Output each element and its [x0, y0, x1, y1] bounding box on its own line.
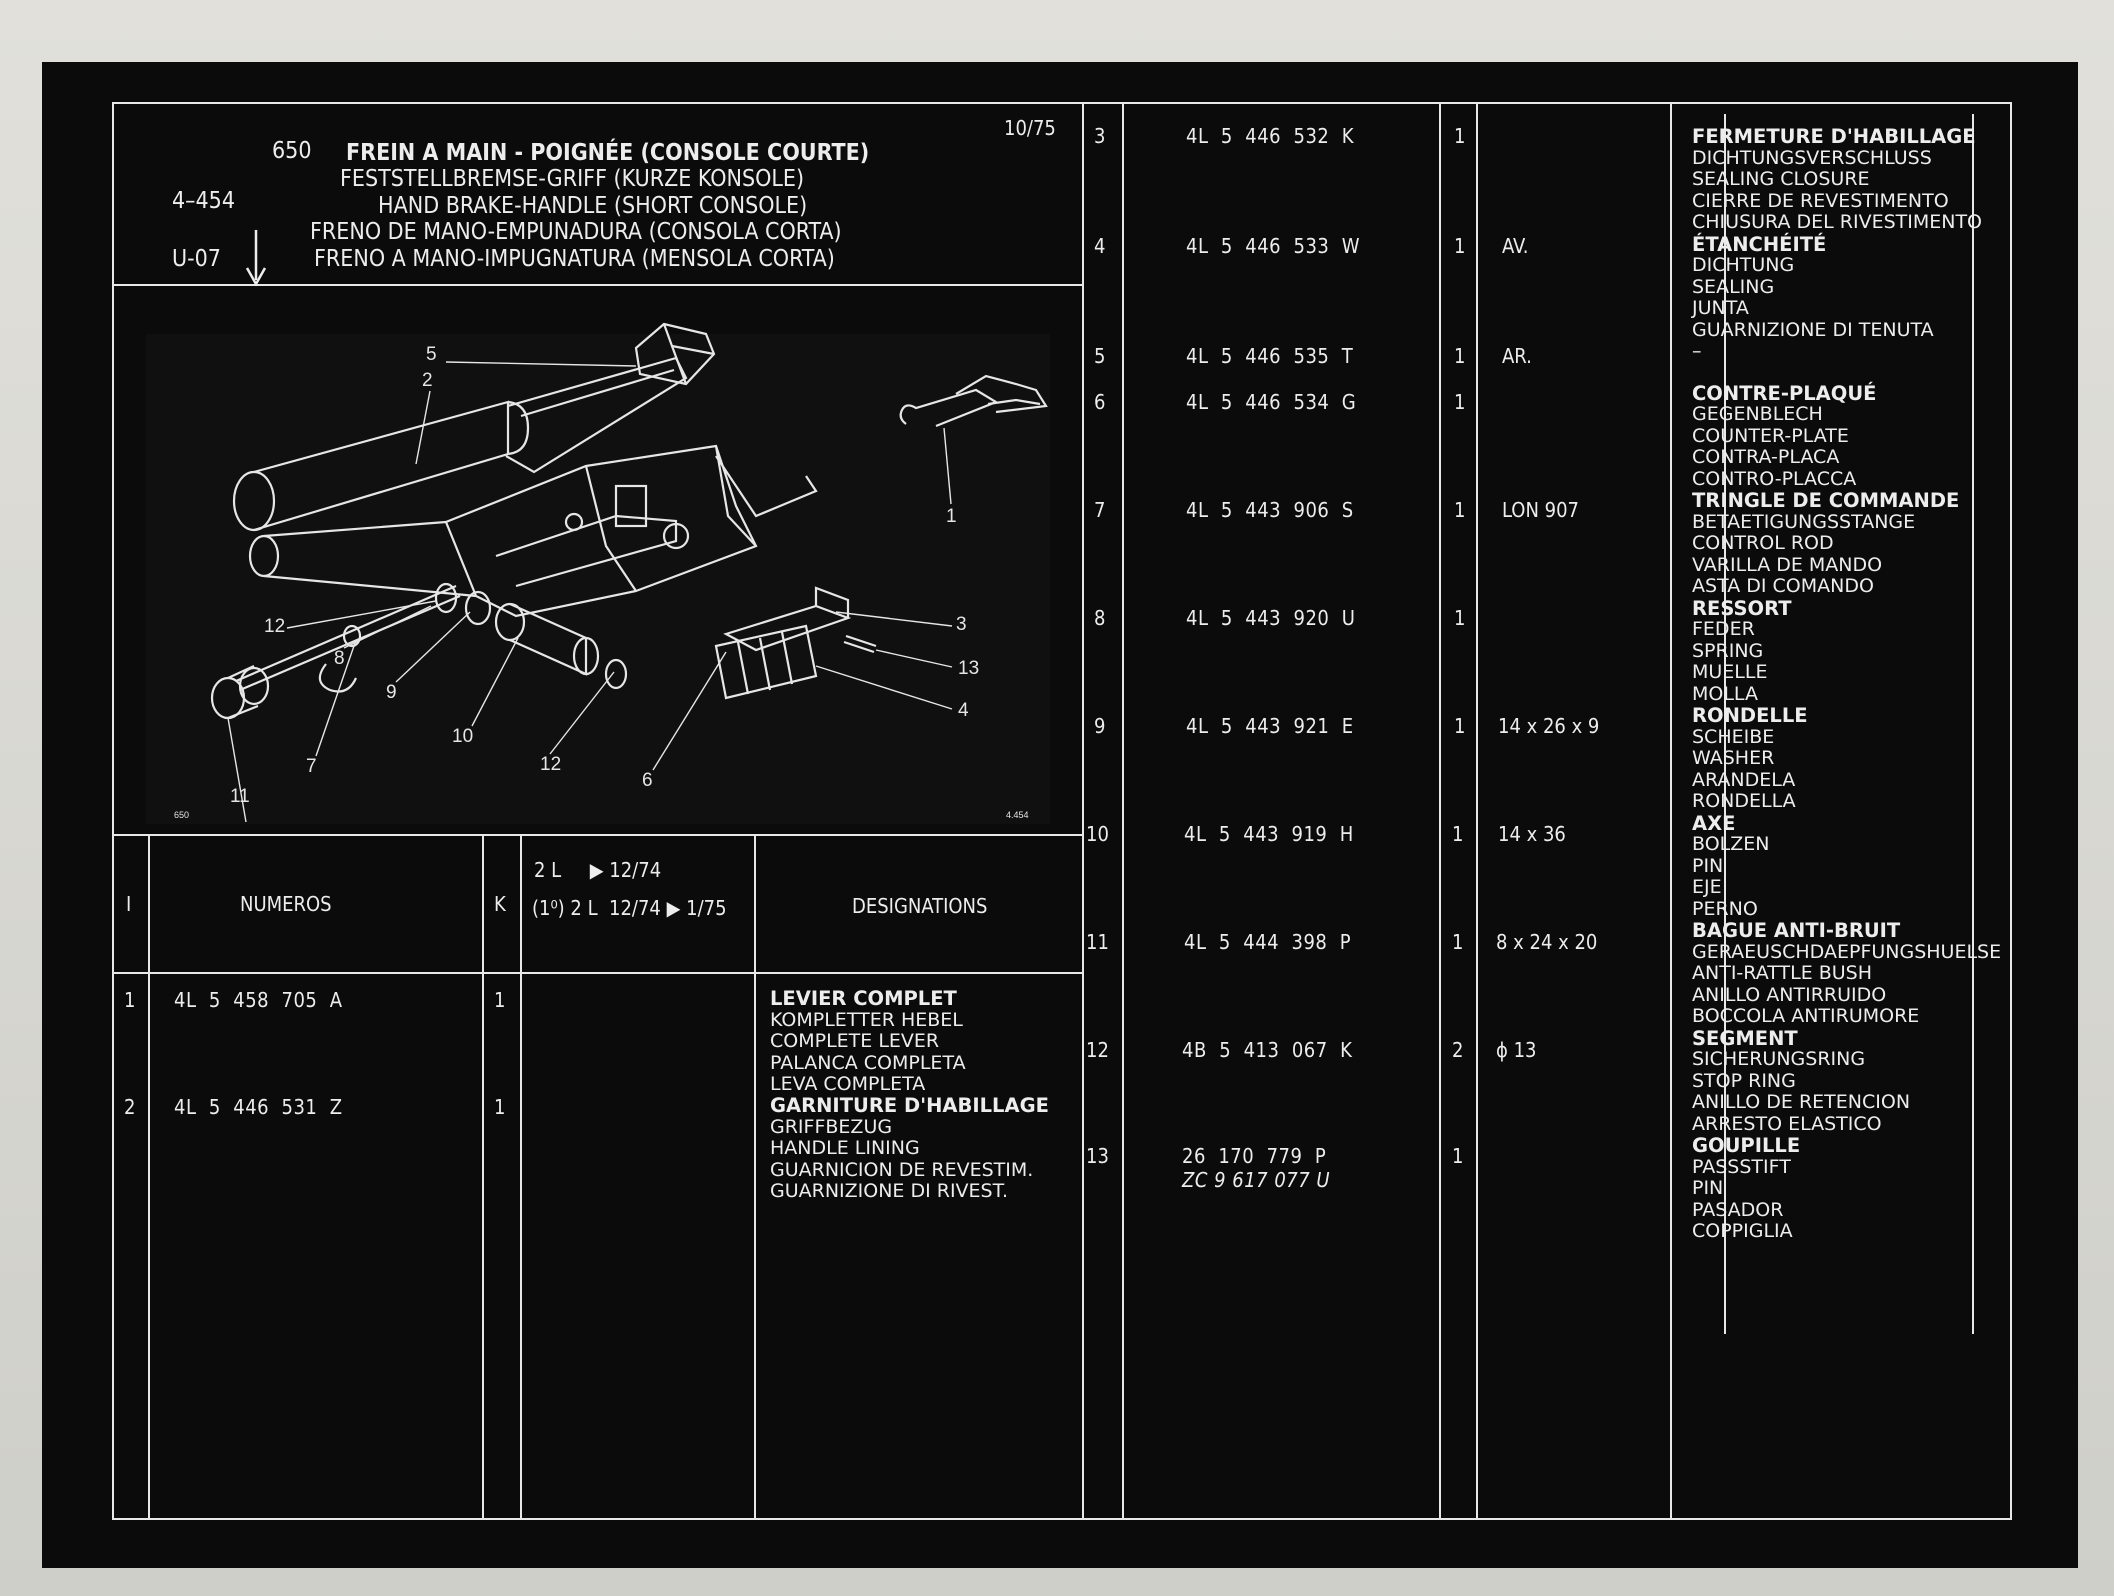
callout-7: 7: [306, 756, 317, 777]
row-9-index: 9: [1094, 714, 1106, 738]
callout-4: 4: [958, 700, 969, 721]
parts-catalog-sheet: 650 4–454 U-07 10/75 FREIN A MAIN - POIG…: [42, 62, 2078, 1568]
row-13-index: 13: [1086, 1144, 1109, 1168]
col-header-variant-1: 2 L ▶ 12/74: [534, 858, 662, 882]
callout-8: 8: [334, 648, 345, 669]
divider-colheader: [114, 972, 1082, 974]
row-13-number-alt: ZC 9 617 077 U: [1182, 1168, 1331, 1192]
callout-2: 2: [422, 370, 433, 391]
col-header-numeros: NUMEROS: [240, 892, 332, 916]
col-header-designations: DESIGNATIONS: [852, 894, 988, 918]
row-2-number: 4L 5 446 531 Z: [174, 1095, 343, 1119]
col-header-variant-2: (1⁰) 2 L 12/74 ▶ 1/75: [532, 896, 727, 920]
row-3-k: 1: [1454, 124, 1466, 148]
row-5-number: 4L 5 446 535 T: [1186, 344, 1354, 368]
row-8-number: 4L 5 443 920 U: [1186, 606, 1356, 630]
row-8-index: 8: [1094, 606, 1106, 630]
row-12-number: 4B 5 413 067 K: [1182, 1038, 1353, 1062]
col-header-k: K: [494, 892, 506, 916]
row-9-number: 4L 5 443 921 E: [1186, 714, 1354, 738]
divider-index-col: [1122, 104, 1124, 1518]
row-4-note: AV.: [1502, 234, 1529, 258]
right-designations: FERMETURE D'HABILLAGE DICHTUNGSVERSCHLUS…: [1692, 125, 2002, 1242]
table-frame: 650 4–454 U-07 10/75 FREIN A MAIN - POIG…: [112, 102, 2012, 1520]
callout-6: 6: [642, 770, 653, 791]
row-10-index: 10: [1086, 822, 1109, 846]
divider-left-right: [1082, 104, 1084, 1518]
divider-desc-inner: [1724, 114, 1726, 1334]
title-en: HAND BRAKE-HANDLE (SHORT CONSOLE): [378, 193, 808, 219]
callout-1: 1: [946, 506, 957, 527]
row-5-note: AR.: [1502, 344, 1532, 368]
row-8-k: 1: [1454, 606, 1466, 630]
row-10-note: 14 x 36: [1498, 822, 1566, 846]
row-4-index: 4: [1094, 234, 1106, 258]
row-10-number: 4L 5 443 919 H: [1184, 822, 1354, 846]
row-11-number: 4L 5 444 398 P: [1184, 930, 1352, 954]
title-it: FRENO A MANO-IMPUGNATURA (MENSOLA CORTA): [314, 246, 835, 272]
row-13-k: 1: [1452, 1144, 1464, 1168]
row-12-k: 2: [1452, 1038, 1464, 1062]
row-1-index: 1: [124, 988, 136, 1012]
diagram-corner-left: 650: [174, 810, 189, 820]
callout-10: 10: [452, 726, 473, 747]
row-1-k: 1: [494, 988, 506, 1012]
title-de: FESTSTELLBREMSE-GRIFF (KURZE KONSOLE): [340, 166, 805, 192]
row-12-index: 12: [1086, 1038, 1109, 1062]
variant-code: U-07: [172, 246, 221, 272]
callout-5: 5: [426, 344, 437, 365]
row-7-index: 7: [1094, 498, 1106, 522]
row-7-k: 1: [1454, 498, 1466, 522]
row-11-index: 11: [1086, 930, 1109, 954]
divider-header: [114, 284, 1082, 286]
row-1-designation: LEVIER COMPLET KOMPLETTER HEBEL COMPLETE…: [770, 987, 966, 1095]
row-13-number: 26 170 779 P: [1182, 1144, 1327, 1168]
row-2-index: 2: [124, 1095, 136, 1119]
issue-date: 10/75: [1004, 116, 1056, 140]
row-12-note: ϕ 13: [1496, 1038, 1537, 1062]
row-7-number: 4L 5 443 906 S: [1186, 498, 1354, 522]
callout-3: 3: [956, 614, 967, 635]
row-4-number: 4L 5 446 533 W: [1186, 234, 1361, 258]
divider-desc-right: [1972, 114, 1974, 1334]
row-2-k: 1: [494, 1095, 506, 1119]
row-6-number: 4L 5 446 534 G: [1186, 390, 1357, 414]
divider-variant-col: [754, 834, 756, 1518]
divider-diagram: [114, 834, 1082, 836]
row-4-k: 1: [1454, 234, 1466, 258]
title-es: FRENO DE MANO-EMPUNADURA (CONSOLA CORTA): [310, 219, 842, 245]
callout-12a: 12: [264, 616, 285, 637]
divider-numeros-col: [482, 834, 484, 1518]
diagram-corner-right: 4.454: [1006, 810, 1029, 820]
page-number: 650: [272, 138, 312, 164]
row-6-k: 1: [1454, 390, 1466, 414]
row-3-number: 4L 5 446 532 K: [1186, 124, 1355, 148]
row-5-index: 5: [1094, 344, 1106, 368]
row-9-k: 1: [1454, 714, 1466, 738]
row-10-k: 1: [1452, 822, 1464, 846]
row-3-index: 3: [1094, 124, 1106, 148]
callout-9: 9: [386, 682, 397, 703]
group-code: 4–454: [172, 188, 235, 214]
divider-i-col-left: [148, 834, 150, 1518]
callout-11: 11: [230, 786, 250, 807]
divider-k-col-left: [520, 834, 522, 1518]
callout-12b: 12: [540, 754, 561, 775]
row-2-designation: GARNITURE D'HABILLAGE GRIFFBEZUG HANDLE …: [770, 1094, 1049, 1202]
row-9-note: 14 x 26 x 9: [1498, 714, 1600, 738]
row-11-note: 8 x 24 x 20: [1496, 930, 1598, 954]
col-header-index: I: [126, 892, 132, 916]
title-fr: FREIN A MAIN - POIGNÉE (CONSOLE COURTE): [346, 140, 870, 166]
divider-number-col: [1439, 104, 1441, 1518]
exploded-diagram: 5 2 1 3 13 4 12 8 9 10 12 7 6 11 650 4.4…: [146, 322, 1050, 824]
row-7-note: LON 907: [1502, 498, 1579, 522]
divider-k-col: [1476, 104, 1478, 1518]
row-11-k: 1: [1452, 930, 1464, 954]
divider-note-col: [1670, 104, 1672, 1518]
row-6-index: 6: [1094, 390, 1106, 414]
row-1-number: 4L 5 458 705 A: [174, 988, 343, 1012]
callout-13: 13: [958, 658, 979, 679]
arrow-down-icon: [245, 230, 267, 287]
row-5-k: 1: [1454, 344, 1466, 368]
